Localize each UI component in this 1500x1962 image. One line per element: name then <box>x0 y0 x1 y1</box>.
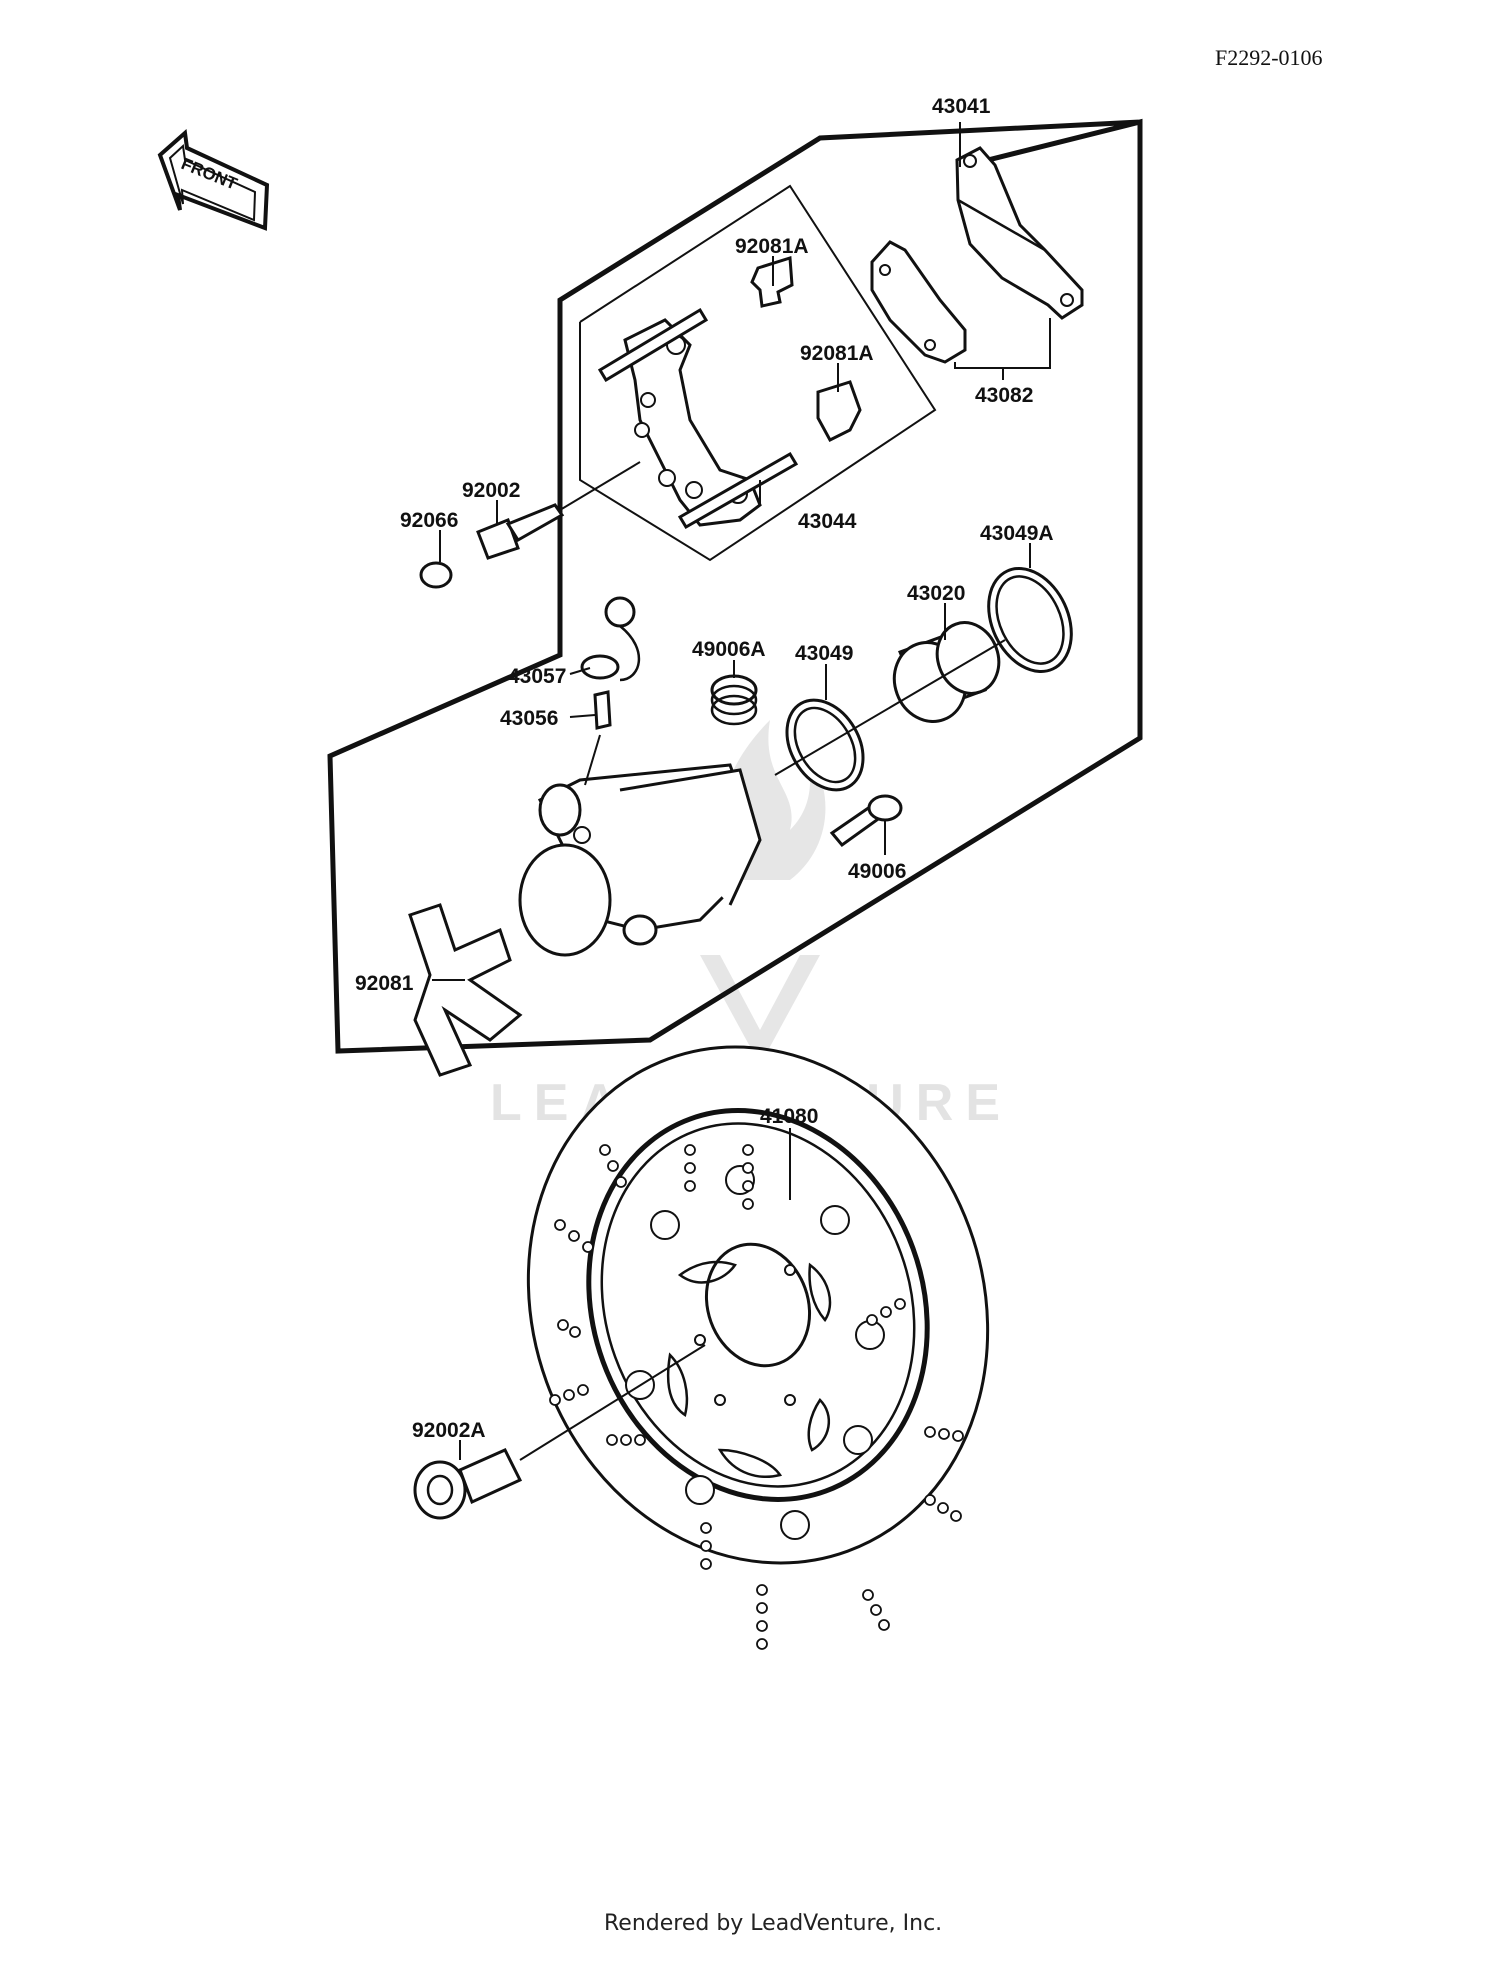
caliper-bracket <box>597 307 799 530</box>
label-49006: 49006 <box>848 860 906 883</box>
label-92081A-mid: 92081A <box>800 342 874 365</box>
front-arrow-icon: FRONT <box>157 129 270 231</box>
label-92002: 92002 <box>462 479 520 502</box>
label-43049: 43049 <box>795 642 853 665</box>
label-43049A: 43049A <box>980 522 1054 545</box>
label-92002A: 92002A <box>412 1419 486 1442</box>
pad-spring-92081 <box>408 903 523 1077</box>
seal-43049A <box>987 566 1073 674</box>
label-43044: 43044 <box>798 510 857 533</box>
brake-disc <box>526 1045 990 1650</box>
label-43056: 43056 <box>500 707 558 730</box>
label-41080: 41080 <box>760 1105 818 1128</box>
label-43057: 43057 <box>508 665 566 688</box>
bleeder-bolt <box>476 461 641 560</box>
brake-pads <box>870 146 1084 364</box>
caliper-body <box>518 763 762 957</box>
pad-spring-clip-mid <box>816 380 862 442</box>
label-43020: 43020 <box>907 582 965 605</box>
pin-bolt-49006 <box>829 794 903 848</box>
disc-bolt <box>413 1344 706 1520</box>
disc-vent-holes <box>549 1144 964 1650</box>
label-43082: 43082 <box>975 384 1033 407</box>
bracket-group-outline <box>579 184 937 562</box>
label-43041: 43041 <box>932 95 991 118</box>
label-92081: 92081 <box>355 972 414 995</box>
caliper-assembly-outline <box>327 118 1143 1054</box>
spring-49006A <box>710 674 758 726</box>
label-92066: 92066 <box>400 509 458 532</box>
leader-lines <box>432 122 1051 1460</box>
label-49006A: 49006A <box>692 638 766 661</box>
label-92081A-top: 92081A <box>735 235 809 258</box>
bleeder-cap <box>419 561 453 589</box>
piston-43020 <box>892 621 1001 723</box>
diagram-code: F2292-0106 <box>1215 45 1323 70</box>
footer-credit: Rendered by LeadVenture, Inc. <box>604 1911 942 1936</box>
part-labels: 43041 92081A 92081A 43082 92002 92066 43… <box>355 95 1054 1442</box>
bleeder-banjo <box>580 596 640 786</box>
